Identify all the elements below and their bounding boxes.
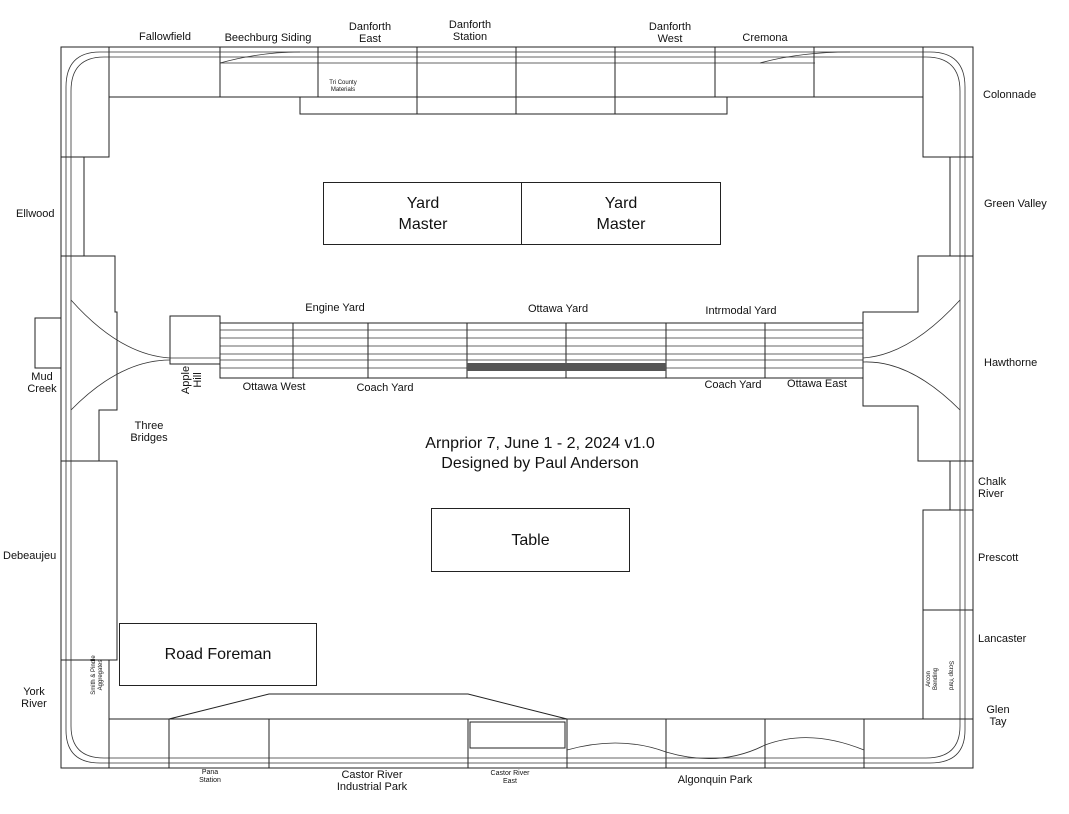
label-york-river: York River [21, 686, 47, 710]
label-smith-pindle: Smith & Pindle Aggregates [91, 655, 104, 695]
layout-title: Arnprior 7, June 1 - 2, 2024 v1.0 Design… [340, 434, 740, 474]
label-ottawa-yard: Ottawa Yard [527, 303, 589, 315]
benchwork-inner [83, 96, 951, 720]
label-danforth-east: Danforth East [348, 21, 392, 45]
label-castor-river-ip: Castor River Industrial Park [336, 769, 408, 793]
label-apple-hill: Apple Hill [180, 365, 204, 395]
table-room: Table [431, 508, 630, 572]
mainline-inner [70, 56, 961, 759]
yard-master-room-1: Yard Master [323, 182, 523, 245]
label-ottawa-east: Ottawa East [787, 378, 847, 390]
label-fallowfield: Fallowfield [139, 31, 191, 43]
label-castor-river-east: Castor River East [490, 770, 530, 785]
label-tri-county: Tri County Materials [329, 80, 357, 93]
label-danforth-west: Danforth West [648, 21, 692, 45]
label-colonnade: Colonnade [983, 89, 1037, 101]
label-glen-tay: Glen Tay [986, 704, 1010, 728]
label-ellwood: Ellwood [16, 208, 55, 220]
label-engine-yard: Engine Yard [305, 302, 365, 314]
label-green-valley: Green Valley [984, 198, 1047, 210]
label-coach-yard-east: Coach Yard [704, 379, 762, 391]
label-intermodal-yard: Intrmodal Yard [705, 305, 777, 317]
label-chalk-river: Chalk River [978, 476, 1007, 500]
yard-master-room-2: Yard Master [521, 182, 721, 245]
label-danforth-station: Danforth Station [448, 19, 492, 43]
title-line-2: Designed by Paul Anderson [441, 455, 639, 472]
label-scrap-yard: Scrap Yard [947, 660, 954, 691]
title-line-1: Arnprior 7, June 1 - 2, 2024 v1.0 [425, 435, 655, 452]
label-three-bridges: Three Bridges [130, 420, 168, 444]
label-ottawa-west: Ottawa West [242, 381, 306, 393]
label-arcon-bending: Arcon Bending [926, 667, 939, 691]
label-coach-yard-west: Coach Yard [356, 382, 414, 394]
label-debeaujeu: Debeaujeu [3, 550, 57, 562]
mainline-outer [65, 51, 966, 764]
label-beechburg: Beechburg Siding [224, 32, 312, 44]
label-lancaster: Lancaster [978, 633, 1027, 645]
yard-track-fill [467, 363, 666, 371]
label-hawthorne: Hawthorne [984, 357, 1038, 369]
label-algonquin-park: Algonquin Park [677, 774, 753, 786]
label-pana-station: Pana Station [199, 769, 221, 784]
label-cremona: Cremona [742, 32, 788, 44]
road-foreman-room: Road Foreman [119, 623, 317, 686]
label-mud-creek: Mud Creek [27, 371, 57, 395]
benchwork-outline [60, 46, 974, 769]
label-prescott: Prescott [978, 552, 1019, 564]
